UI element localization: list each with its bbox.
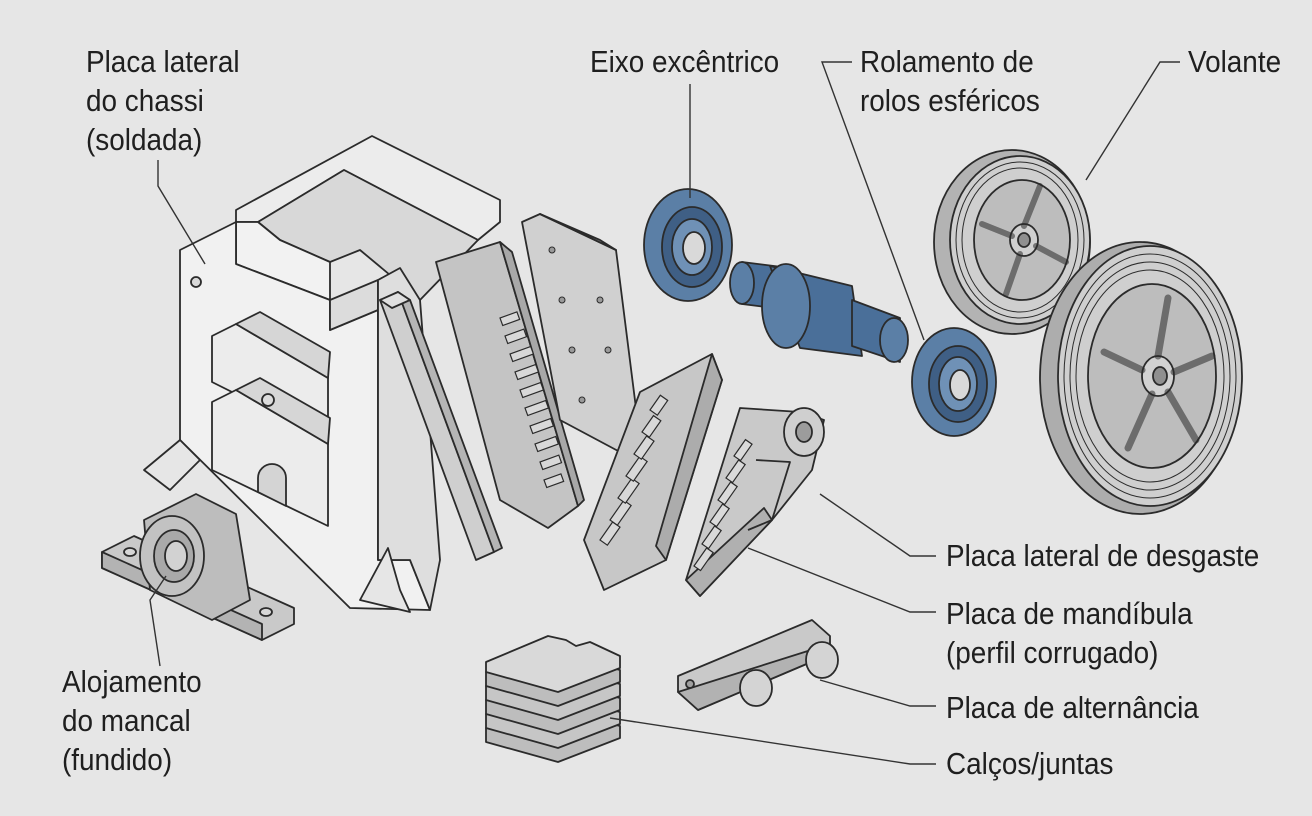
bearing-housing <box>101 493 295 641</box>
jaw-plate-middle <box>521 213 641 453</box>
flywheel-rear <box>933 149 1091 335</box>
wear-bar <box>379 291 503 561</box>
shims-stack <box>485 635 621 763</box>
label-eccentric-shaft: Eixo excêntrico <box>590 44 780 79</box>
swing-jaw-pitman <box>685 407 825 597</box>
jaw-plate-front <box>583 353 723 591</box>
bearing-right <box>911 327 997 437</box>
label-side-plate: Placa lateral do chassi (soldada) <box>86 44 240 157</box>
label-spherical-roller-bearing: Rolamento de rolos esféricos <box>860 44 1040 118</box>
label-wear-plate: Placa lateral de desgaste <box>946 538 1260 573</box>
jaw-plate-left <box>435 241 585 529</box>
label-toggle-plate: Placa de alternância <box>946 690 1199 725</box>
label-jaw-plate: Placa de mandíbula (perfil corrugado) <box>946 596 1193 670</box>
frame-side-plate <box>143 135 501 613</box>
leader-lines <box>149 61 1180 765</box>
jaw-teeth-left <box>499 311 565 489</box>
label-bearing-housing: Alojamento do mancal (fundido) <box>62 664 202 777</box>
eccentric-shaft <box>729 261 909 363</box>
toggle-plate <box>677 619 839 711</box>
bearing-left <box>643 188 733 302</box>
jaw-teeth-front <box>599 394 669 546</box>
label-shims: Calços/juntas <box>946 746 1114 781</box>
flywheel-front <box>1039 241 1243 515</box>
label-flywheel: Volante <box>1188 44 1282 79</box>
